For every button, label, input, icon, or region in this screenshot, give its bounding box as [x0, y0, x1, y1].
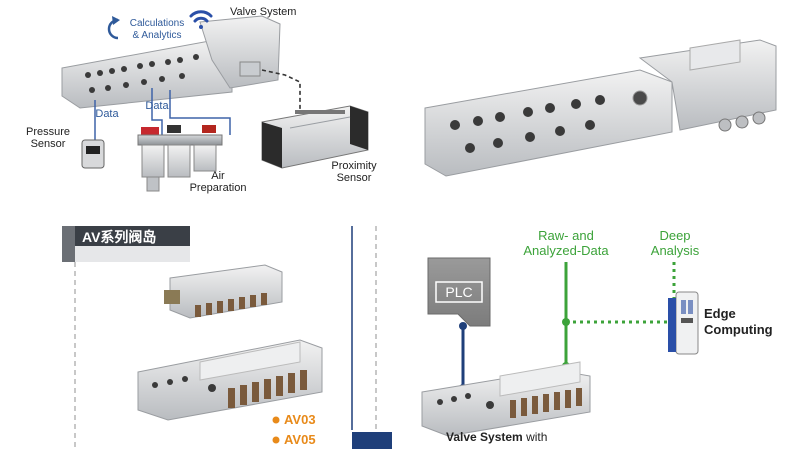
dashed-link: [261, 69, 301, 110]
series-title: AV系列阀岛: [82, 229, 157, 245]
wifi-icon: [189, 10, 213, 29]
data-label-1: Data: [95, 108, 119, 120]
edge-computing-label: Edge Computing: [704, 306, 773, 337]
pressure-sensor-device: [81, 139, 105, 169]
top-right-valve-island: [424, 39, 777, 177]
air-preparation-label: Air Preparation: [189, 170, 247, 194]
top-left-valve-island: [61, 15, 281, 109]
av03-bullet-label: AV03: [284, 412, 316, 427]
edge-computing-device: [668, 291, 699, 355]
bullet-dot-2: [272, 436, 280, 444]
bullet-dot-1: [272, 416, 280, 424]
plc-box: [427, 257, 491, 327]
title-bar: [62, 226, 190, 262]
green-connections: [562, 262, 678, 370]
data-label-2: Data: [145, 100, 169, 112]
valve-system-suffix-text: with: [522, 430, 548, 444]
av03-valve-island: [164, 264, 283, 319]
bottom-right-valve-island: [421, 361, 591, 437]
deep-analysis-label: Deep Analysis: [650, 228, 700, 258]
proximity-sensor-label: Proximity Sensor: [331, 160, 377, 184]
refresh-arrow-icon: [107, 16, 120, 40]
valve-system-label: Valve System: [230, 6, 297, 18]
calculations-analytics-label: Calculations & Analytics: [129, 18, 185, 41]
pressure-sensor-label: Pressure Sensor: [25, 126, 71, 150]
av05-bullet-label: AV05: [284, 432, 316, 447]
air-preparation-device: [137, 125, 223, 192]
navy-block: [352, 432, 392, 449]
data-lines: [94, 88, 231, 142]
proximity-sensor-cylinder: [261, 105, 369, 169]
raw-analyzed-data-label: Raw- and Analyzed-Data: [523, 228, 609, 258]
plc-label: PLC: [445, 284, 473, 300]
plc-connection: [459, 322, 467, 392]
valve-system-with-caption: Valve System with: [446, 430, 646, 444]
valve-system-bold-text: Valve System: [446, 430, 523, 444]
av05-valve-island: [137, 339, 323, 421]
